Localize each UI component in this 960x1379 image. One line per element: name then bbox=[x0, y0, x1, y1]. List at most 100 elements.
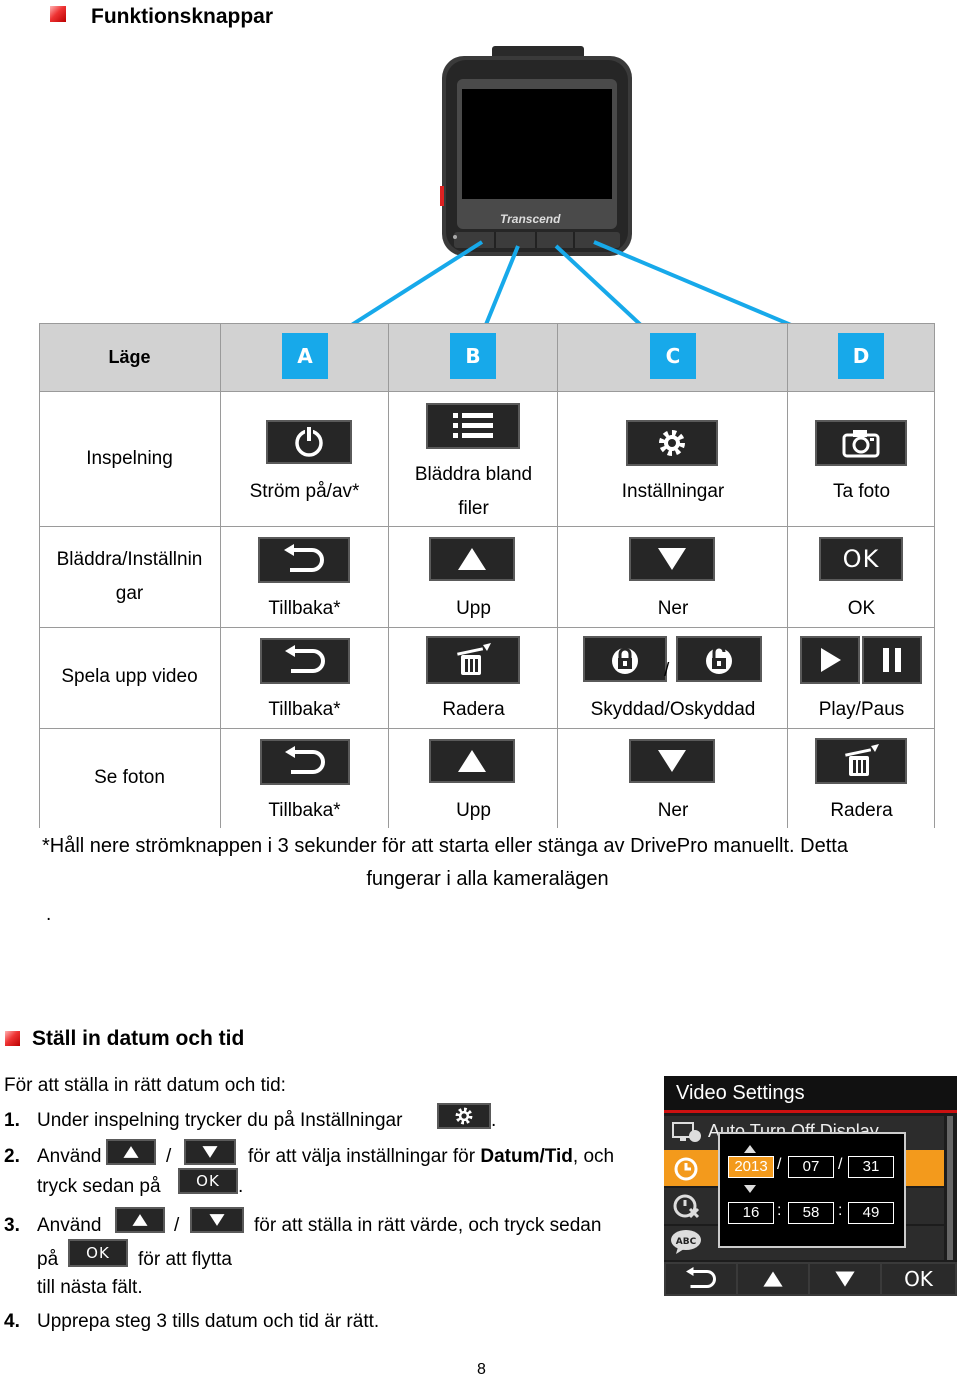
up-arrow-icon bbox=[106, 1139, 156, 1165]
down-arrow-icon bbox=[629, 739, 715, 783]
up-arrow-icon bbox=[429, 537, 515, 581]
gear-icon bbox=[626, 420, 718, 466]
row3-label-c: Skyddad/Oskyddad bbox=[590, 699, 756, 720]
row2-label-d: OK bbox=[847, 598, 876, 619]
row2-label-c: Ner bbox=[657, 598, 689, 619]
ok-icon: OK bbox=[178, 1168, 238, 1194]
gear-icon bbox=[437, 1103, 491, 1129]
day-field[interactable]: 31 bbox=[848, 1156, 894, 1178]
row3-label-a: Tillbaka* bbox=[268, 699, 341, 720]
row1-label-c: Inställningar bbox=[621, 481, 725, 502]
display-icon bbox=[672, 1122, 702, 1149]
row1-label-b-line1: Bläddra bland bbox=[414, 464, 533, 485]
up-arrow-icon[interactable] bbox=[738, 1264, 808, 1294]
unlock-icon bbox=[676, 636, 762, 682]
step-number: 2. bbox=[4, 1146, 20, 1167]
down-arrow-icon[interactable] bbox=[810, 1264, 880, 1294]
badge-d: D bbox=[838, 333, 884, 379]
row3-label-b: Radera bbox=[442, 699, 505, 720]
badge-a: A bbox=[282, 333, 328, 379]
ok-icon: OK bbox=[68, 1239, 128, 1267]
step-text: för att ställa in rätt värde, och tryck … bbox=[254, 1215, 602, 1236]
step-text: tryck sedan på bbox=[37, 1176, 161, 1197]
step-number: 4. bbox=[4, 1311, 20, 1332]
mode-label: Inspelning bbox=[86, 448, 173, 469]
lock-icon bbox=[583, 636, 667, 682]
device-brand-logo: Transcend bbox=[500, 212, 561, 226]
up-arrow-icon[interactable] bbox=[744, 1140, 756, 1158]
section-title: Ställ in datum och tid bbox=[32, 1027, 245, 1050]
step-text: för att flytta bbox=[138, 1249, 232, 1270]
step-text-part: för att välja inställningar för bbox=[248, 1146, 481, 1167]
dashcam-device bbox=[440, 46, 635, 259]
row1-label-d: Ta foto bbox=[832, 481, 891, 502]
hour-field[interactable]: 16 bbox=[728, 1202, 774, 1224]
page-number: 8 bbox=[477, 1361, 486, 1378]
down-arrow-icon bbox=[184, 1139, 236, 1165]
step-text: Upprepa steg 3 tills datum och tid är rä… bbox=[37, 1311, 380, 1332]
step-text-bold: Datum/Tid bbox=[480, 1146, 573, 1167]
step-text-part: , och bbox=[572, 1146, 615, 1167]
step-text: Använd bbox=[37, 1146, 102, 1167]
back-icon[interactable] bbox=[666, 1264, 736, 1294]
step-sep: / bbox=[174, 1215, 180, 1236]
up-arrow-icon bbox=[115, 1207, 165, 1233]
back-icon bbox=[260, 638, 350, 684]
month-field[interactable]: 07 bbox=[788, 1156, 834, 1178]
section-bullet-icon bbox=[50, 6, 66, 22]
time-separator: : bbox=[838, 1202, 843, 1219]
scrollbar[interactable] bbox=[947, 1116, 953, 1260]
step-number: 3. bbox=[4, 1215, 20, 1236]
step-number: 1. bbox=[4, 1110, 20, 1131]
time-separator: : bbox=[777, 1202, 782, 1219]
row4-label-d: Radera bbox=[830, 800, 893, 821]
year-field[interactable]: 2013 bbox=[728, 1156, 774, 1178]
step-text-end: . bbox=[491, 1110, 497, 1131]
note-dot: . bbox=[46, 904, 52, 925]
screen-title: Video Settings bbox=[676, 1082, 805, 1104]
date-separator: / bbox=[838, 1156, 843, 1173]
camera-icon bbox=[815, 420, 907, 466]
date-separator: / bbox=[777, 1156, 782, 1173]
row3-label-d: Play/Paus bbox=[818, 699, 905, 720]
ok-button[interactable]: OK bbox=[882, 1264, 955, 1294]
delete-icon bbox=[426, 636, 520, 684]
down-arrow-icon[interactable] bbox=[744, 1180, 756, 1198]
row1-label-a: Ström på/av* bbox=[249, 481, 360, 502]
step-sep: / bbox=[166, 1146, 172, 1167]
note-line2: fungerar i alla kameralägen bbox=[366, 868, 609, 890]
intro-text: För att ställa in rätt datum och tid: bbox=[4, 1075, 286, 1096]
minute-field[interactable]: 58 bbox=[788, 1202, 834, 1224]
delete-icon bbox=[815, 738, 907, 784]
row4-label-b: Upp bbox=[456, 800, 491, 821]
row1-label-b-line2: filer bbox=[458, 498, 489, 519]
mode-label: Spela upp video bbox=[61, 666, 198, 687]
second-field[interactable]: 49 bbox=[848, 1202, 894, 1224]
step-text: Under inspelning trycker du på Inställni… bbox=[37, 1110, 403, 1131]
note-line1: *Håll nere strömknappen i 3 sekunder för… bbox=[42, 835, 848, 857]
row2-label-a: Tillbaka* bbox=[268, 598, 341, 619]
step-text: på bbox=[37, 1249, 59, 1270]
back-icon bbox=[260, 739, 350, 785]
mode-label-line1: Bläddra/Inställnin bbox=[56, 549, 203, 570]
lock-separator: / bbox=[664, 660, 670, 681]
svg-text:ABC: ABC bbox=[676, 1237, 697, 1247]
mode-label: Se foton bbox=[94, 767, 165, 788]
row2-label-b: Upp bbox=[456, 598, 491, 619]
back-icon bbox=[258, 537, 350, 583]
language-icon: ABC bbox=[670, 1229, 704, 1260]
header-mode: Läge bbox=[108, 347, 151, 367]
clock-icon bbox=[673, 1156, 699, 1187]
badge-c: C bbox=[650, 333, 696, 379]
down-arrow-icon bbox=[629, 537, 715, 581]
list-icon bbox=[426, 403, 520, 449]
step-text: för att välja inställningar för Datum/Ti… bbox=[248, 1146, 614, 1168]
section-bullet-icon bbox=[5, 1031, 20, 1046]
down-arrow-icon bbox=[190, 1207, 244, 1233]
ok-icon: OK bbox=[819, 537, 903, 581]
up-arrow-icon bbox=[429, 739, 515, 783]
step-text: till nästa fält. bbox=[37, 1277, 143, 1298]
row4-label-c: Ner bbox=[657, 800, 689, 821]
clock-x-icon bbox=[672, 1193, 700, 1224]
play-icon bbox=[800, 636, 860, 684]
